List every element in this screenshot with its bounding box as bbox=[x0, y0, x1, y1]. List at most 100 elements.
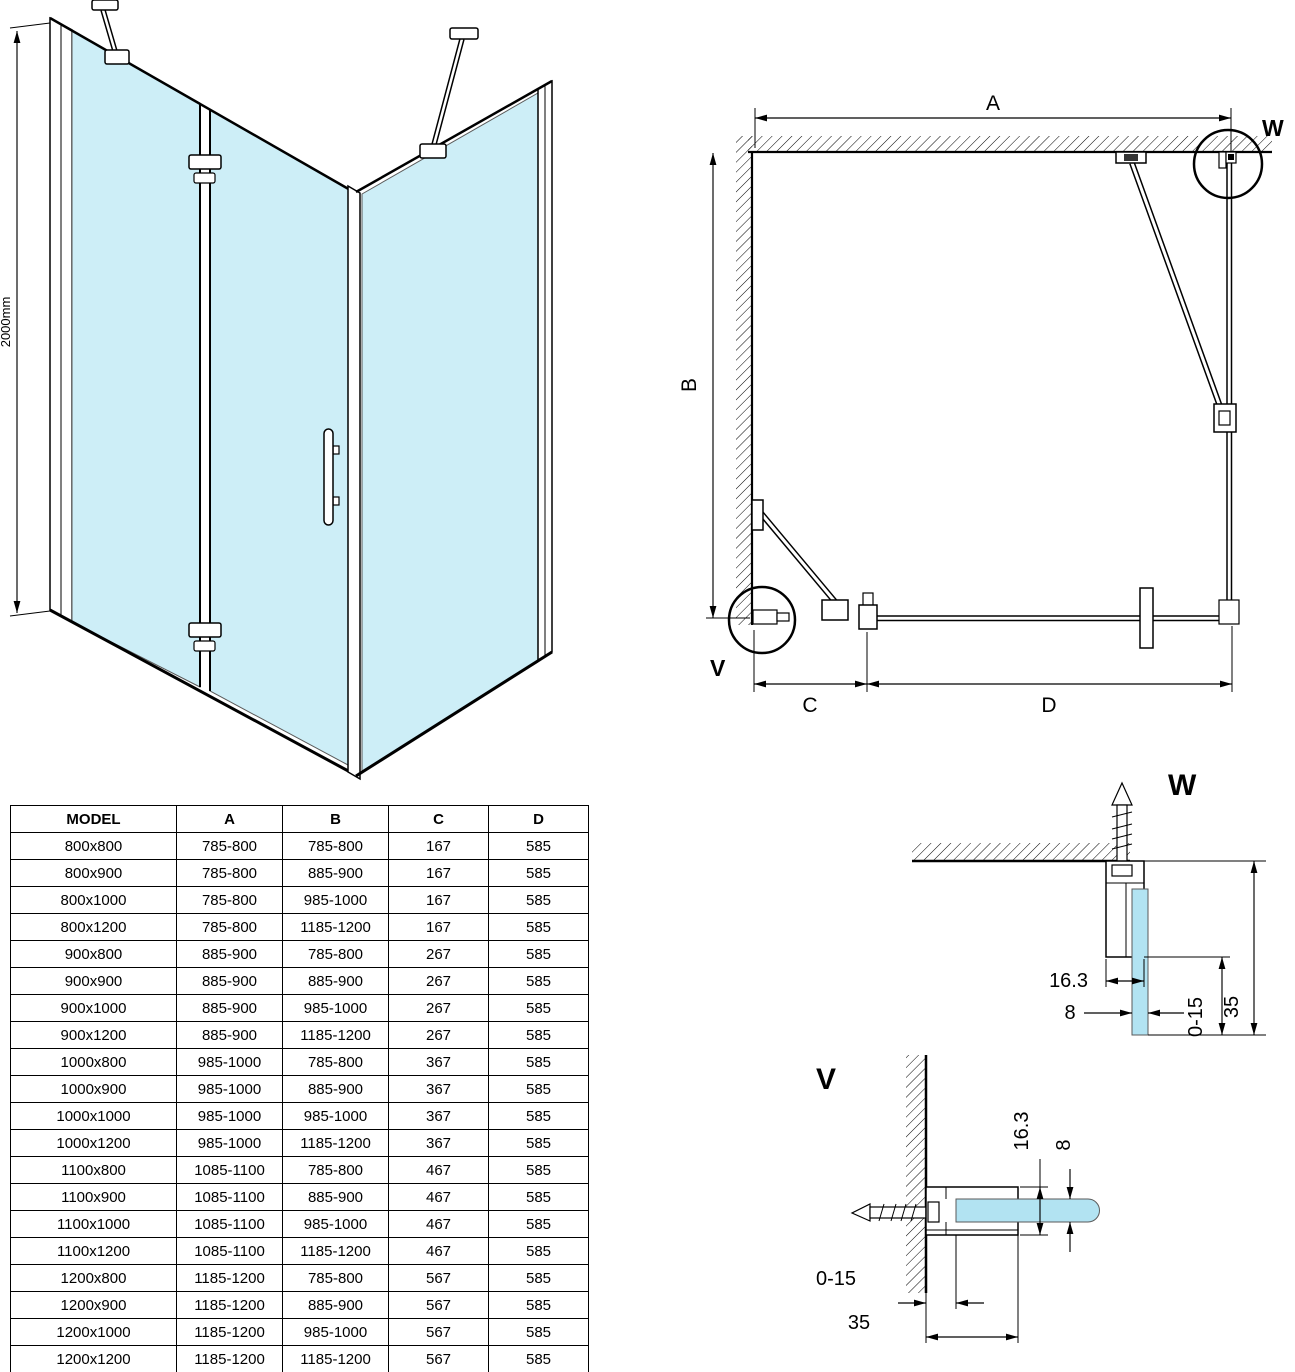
cell: 367 bbox=[388, 1048, 489, 1076]
cell: 985-1000 bbox=[176, 1129, 283, 1157]
cell: 985-1000 bbox=[176, 1048, 283, 1076]
cell: 1185-1200 bbox=[176, 1264, 283, 1292]
side-glass-panel bbox=[361, 92, 539, 772]
cell: 885-900 bbox=[282, 967, 389, 995]
header-d: D bbox=[488, 805, 589, 833]
frame-rails bbox=[49, 16, 553, 781]
cell: 1085-1100 bbox=[176, 1183, 283, 1211]
door-handle-plan bbox=[1139, 587, 1154, 649]
cell: 585 bbox=[488, 1291, 589, 1319]
cell: 900x1200 bbox=[10, 1021, 177, 1049]
cell: 1185-1200 bbox=[176, 1318, 283, 1346]
svg-text:0-15: 0-15 bbox=[816, 1268, 856, 1290]
cell: 367 bbox=[388, 1102, 489, 1130]
cell: 1185-1200 bbox=[282, 1021, 389, 1049]
cell: 585 bbox=[488, 1021, 589, 1049]
cell: 1000x800 bbox=[10, 1048, 177, 1076]
detail-w-title: W bbox=[1168, 769, 1197, 802]
header-a: A bbox=[176, 805, 283, 833]
cell: 167 bbox=[388, 913, 489, 941]
side-glass-plan bbox=[1226, 156, 1233, 620]
cell: 985-1000 bbox=[282, 1318, 389, 1346]
svg-text:C: C bbox=[802, 694, 817, 717]
cell: 1100x800 bbox=[10, 1156, 177, 1184]
cell: 1200x800 bbox=[10, 1264, 177, 1292]
svg-text:B: B bbox=[678, 378, 701, 392]
cell: 1200x1200 bbox=[10, 1345, 177, 1372]
dimension-profile-width: 16.3 bbox=[1049, 959, 1145, 992]
cell: 1000x1200 bbox=[10, 1129, 177, 1157]
cell: 567 bbox=[388, 1318, 489, 1346]
cell: 785-800 bbox=[282, 1156, 389, 1184]
front-glass-plan bbox=[865, 615, 1232, 622]
screw bbox=[850, 1203, 927, 1222]
detail-marker-w bbox=[1192, 128, 1264, 200]
cell: 985-1000 bbox=[282, 886, 389, 914]
glass-section bbox=[1131, 888, 1149, 1036]
door-hinge-bottom bbox=[188, 622, 222, 652]
detail-marker-v bbox=[727, 585, 797, 655]
cell: 785-800 bbox=[176, 832, 283, 860]
cell: 885-900 bbox=[282, 1291, 389, 1319]
cell: 567 bbox=[388, 1345, 489, 1372]
cell: 585 bbox=[488, 886, 589, 914]
cell: 985-1000 bbox=[176, 1075, 283, 1103]
cell: 985-1000 bbox=[176, 1102, 283, 1130]
header-c: C bbox=[388, 805, 489, 833]
cell: 585 bbox=[488, 1129, 589, 1157]
cell: 985-1000 bbox=[282, 994, 389, 1022]
cell: 167 bbox=[388, 886, 489, 914]
cell: 467 bbox=[388, 1237, 489, 1265]
detail-w-ref-label: W bbox=[1262, 115, 1284, 141]
svg-text:8: 8 bbox=[1064, 1002, 1075, 1024]
cell: 585 bbox=[488, 940, 589, 968]
header-b: B bbox=[282, 805, 389, 833]
cell: 467 bbox=[388, 1210, 489, 1238]
table-header-row: MODEL A B C D bbox=[10, 805, 589, 833]
cell: 800x800 bbox=[10, 832, 177, 860]
cell: 800x1200 bbox=[10, 913, 177, 941]
cell: 885-900 bbox=[282, 859, 389, 887]
svg-text:35: 35 bbox=[848, 1312, 870, 1334]
cell: 885-900 bbox=[282, 1183, 389, 1211]
support-brace-plan-right bbox=[1115, 151, 1237, 433]
cell: 167 bbox=[388, 832, 489, 860]
cell: 367 bbox=[388, 1129, 489, 1157]
support-brace-left bbox=[91, 0, 130, 65]
cell: 585 bbox=[488, 1318, 589, 1346]
header-model: MODEL bbox=[10, 805, 177, 833]
cell: 467 bbox=[388, 1183, 489, 1211]
cell: 585 bbox=[488, 1237, 589, 1265]
dimension-adjustment: 0-15 bbox=[1134, 860, 1266, 1037]
cell: 367 bbox=[388, 1075, 489, 1103]
cell: 1185-1200 bbox=[176, 1291, 283, 1319]
cell: 1100x900 bbox=[10, 1183, 177, 1211]
dimension-depth: 35 bbox=[1221, 861, 1258, 1035]
cell: 585 bbox=[488, 1183, 589, 1211]
detail-v: V 16.3 bbox=[816, 1055, 1100, 1343]
glass-section bbox=[955, 1198, 1100, 1223]
svg-text:D: D bbox=[1041, 694, 1056, 717]
detail-v-title: V bbox=[816, 1063, 836, 1096]
cell: 1000x1000 bbox=[10, 1102, 177, 1130]
cell: 785-800 bbox=[282, 832, 389, 860]
cell: 1100x1200 bbox=[10, 1237, 177, 1265]
dimension-profile-width: 16.3 bbox=[1011, 1112, 1048, 1236]
cell: 1085-1100 bbox=[176, 1237, 283, 1265]
cell: 885-900 bbox=[282, 1075, 389, 1103]
dimension-c: C bbox=[753, 630, 868, 717]
cell: 585 bbox=[488, 967, 589, 995]
cell: 1000x900 bbox=[10, 1075, 177, 1103]
isometric-view: 2000mm bbox=[0, 0, 553, 781]
cell: 567 bbox=[388, 1291, 489, 1319]
